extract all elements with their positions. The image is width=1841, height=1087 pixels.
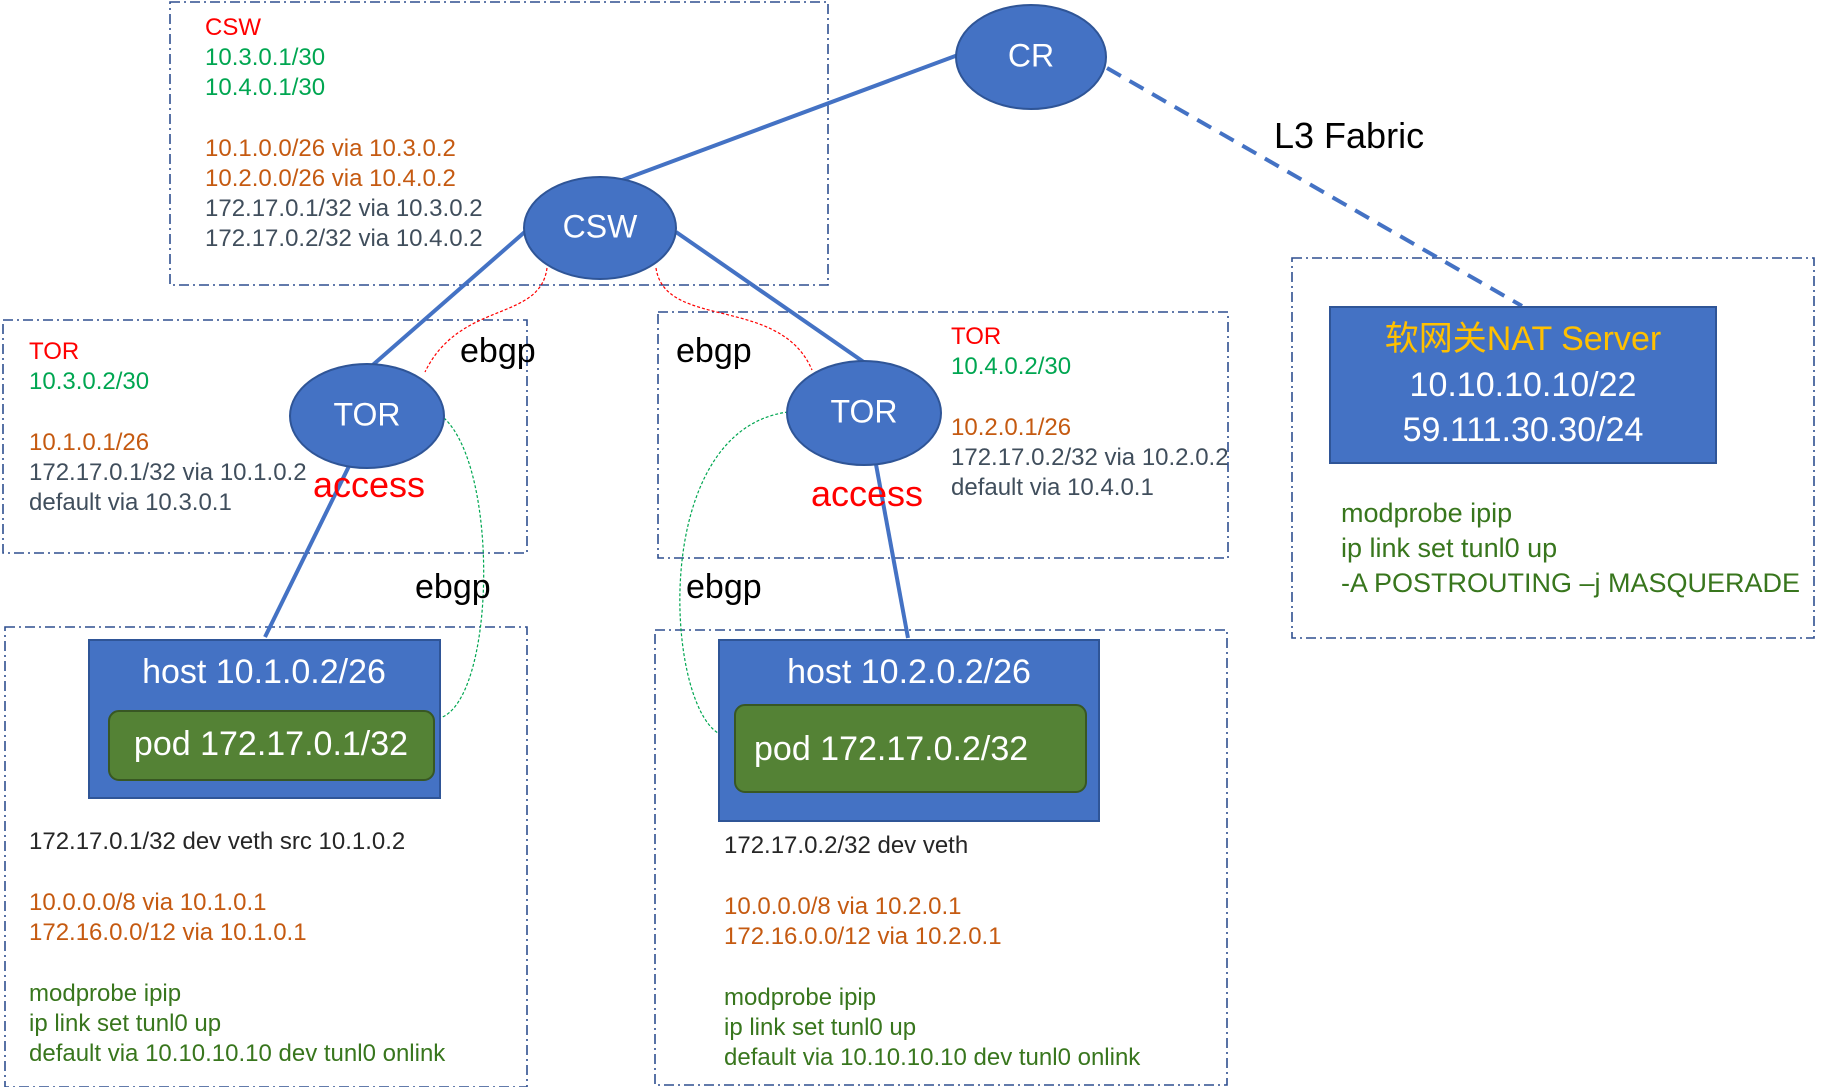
pod-left-label: pod 172.17.0.1/32 <box>134 725 408 763</box>
ebgp-label-csw-left: ebgp <box>460 332 536 370</box>
host-right-label: host 10.2.0.2/26 <box>787 653 1031 691</box>
tor-right-info-title: TOR <box>951 323 1001 350</box>
host-right[interactable]: host 10.2.0.2/26 pod 172.17.0.2/32 <box>718 639 1100 822</box>
link-tor-left-host <box>263 457 355 638</box>
csw-info-title: CSW <box>205 14 261 41</box>
csw-info: CSW 10.3.0.1/30 10.4.0.1/30 10.1.0.0/26 … <box>205 14 483 252</box>
host-left-cmd2: ip link set tunl0 up <box>29 1010 221 1037</box>
csw-info-ip2: 10.4.0.1/30 <box>205 74 325 101</box>
access-label-left: access <box>313 464 425 505</box>
host-left-info: 172.17.0.1/32 dev veth src 10.1.0.2 10.0… <box>29 828 446 1067</box>
link-cr-nat-l3-fabric <box>1106 66 1523 308</box>
ebgp-label-host-left: ebgp <box>415 568 491 606</box>
ebgp-curve-csw-tor-left <box>424 267 548 373</box>
tor-right-node[interactable]: TOR <box>786 360 942 466</box>
pod-right[interactable]: pod 172.17.0.2/32 <box>734 704 1087 793</box>
nat-cmd1: modprobe ipip <box>1341 498 1512 528</box>
tor-left-info-subnet: 10.1.0.1/26 <box>29 429 149 456</box>
cr-label: CR <box>1008 37 1054 73</box>
csw-node[interactable]: CSW <box>523 176 677 280</box>
pod-right-label: pod 172.17.0.2/32 <box>754 730 1028 768</box>
csw-info-route3: 172.17.0.1/32 via 10.3.0.2 <box>205 195 483 222</box>
nat-server[interactable]: 软网关NAT Server 10.10.10.10/22 59.111.30.3… <box>1329 306 1717 464</box>
nat-box <box>1291 257 1815 639</box>
host-right-box <box>654 629 1228 1086</box>
cr-node[interactable]: CR <box>955 4 1107 110</box>
tor-left-info: TOR 10.3.0.2/30 10.1.0.1/26 172.17.0.1/3… <box>29 338 307 516</box>
host-left-dev: 172.17.0.1/32 dev veth src 10.1.0.2 <box>29 828 405 855</box>
tor-right-info-route: 172.17.0.2/32 via 10.2.0.2 <box>951 444 1229 471</box>
tor-left-label: TOR <box>334 396 401 432</box>
link-tor-right-host <box>873 458 910 639</box>
tor-left-info-default: default via 10.3.0.1 <box>29 489 232 516</box>
host-left[interactable]: host 10.1.0.2/26 pod 172.17.0.1/32 <box>88 639 441 799</box>
host-left-cmd3: default via 10.10.10.10 dev tunl0 onlink <box>29 1040 446 1067</box>
nat-cmd2: ip link set tunl0 up <box>1341 533 1557 563</box>
tor-left-info-route: 172.17.0.1/32 via 10.1.0.2 <box>29 459 307 486</box>
csw-info-route1: 10.1.0.0/26 via 10.3.0.2 <box>205 135 456 162</box>
csw-info-ip1: 10.3.0.1/30 <box>205 44 325 71</box>
nat-cmd3: -A POSTROUTING –j MASQUERADE <box>1341 568 1800 598</box>
csw-info-route2: 10.2.0.0/26 via 10.4.0.2 <box>205 165 456 192</box>
access-label-right: access <box>811 473 923 514</box>
nat-ip2: 59.111.30.30/24 <box>1403 411 1644 449</box>
host-right-route2: 172.16.0.0/12 via 10.2.0.1 <box>724 923 1002 950</box>
pod-left[interactable]: pod 172.17.0.1/32 <box>108 710 435 781</box>
nat-title: 软网关NAT Server <box>1385 320 1661 358</box>
csw-info-box <box>169 1 829 286</box>
host-left-route1: 10.0.0.0/8 via 10.1.0.1 <box>29 889 267 916</box>
ebgp-label-host-right: ebgp <box>686 568 762 606</box>
host-right-cmd1: modprobe ipip <box>724 984 876 1011</box>
tor-right-info-default: default via 10.4.0.1 <box>951 474 1154 501</box>
tor-right-info: TOR 10.4.0.2/30 10.2.0.1/26 172.17.0.2/3… <box>951 323 1229 501</box>
ebgp-curve-tor-left-pod <box>439 417 485 719</box>
host-left-cmd1: modprobe ipip <box>29 980 181 1007</box>
host-right-dev: 172.17.0.2/32 dev veth <box>724 832 968 859</box>
link-csw-tor-right <box>674 230 870 367</box>
nat-ip1: 10.10.10.10/22 <box>1410 366 1637 404</box>
ebgp-curve-csw-tor-right <box>655 267 813 371</box>
tor-left-info-box <box>2 319 528 554</box>
tor-right-info-box <box>657 311 1229 559</box>
ebgp-curve-tor-right-pod <box>679 411 789 734</box>
nat-info: modprobe ipip ip link set tunl0 up -A PO… <box>1341 498 1800 598</box>
tor-right-info-ip: 10.4.0.2/30 <box>951 353 1071 380</box>
host-right-cmd3: default via 10.10.10.10 dev tunl0 onlink <box>724 1044 1141 1071</box>
link-csw-tor-left <box>365 228 529 372</box>
csw-info-route4: 172.17.0.2/32 via 10.4.0.2 <box>205 225 483 252</box>
tor-right-info-subnet: 10.2.0.1/26 <box>951 414 1071 441</box>
host-left-box <box>4 626 528 1087</box>
host-left-label: host 10.1.0.2/26 <box>142 653 386 691</box>
host-left-route2: 172.16.0.0/12 via 10.1.0.1 <box>29 919 307 946</box>
host-right-cmd2: ip link set tunl0 up <box>724 1014 916 1041</box>
csw-label: CSW <box>563 208 638 244</box>
host-right-route1: 10.0.0.0/8 via 10.2.0.1 <box>724 893 962 920</box>
ebgp-label-csw-right: ebgp <box>676 332 752 370</box>
tor-right-label: TOR <box>831 393 898 429</box>
link-cr-csw <box>562 53 959 204</box>
l3-fabric-label: L3 Fabric <box>1274 115 1424 156</box>
tor-left-info-title: TOR <box>29 338 79 365</box>
host-right-info: 172.17.0.2/32 dev veth 10.0.0.0/8 via 10… <box>724 832 1141 1071</box>
tor-left-info-ip: 10.3.0.2/30 <box>29 368 149 395</box>
tor-left-node[interactable]: TOR <box>289 363 445 469</box>
